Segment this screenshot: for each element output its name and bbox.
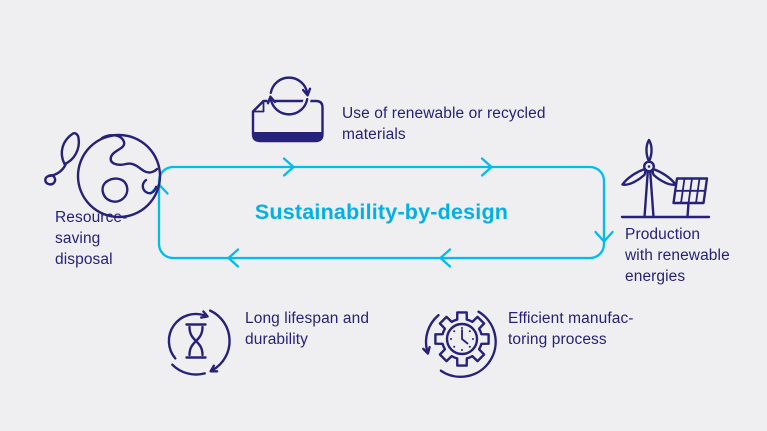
label-manufacturing: Efficient manufac- toring process [508, 310, 634, 348]
gear-clock-icon [422, 310, 497, 378]
cycle-rect [157, 165, 606, 260]
label-materials: Use of renewable or recycled materials [342, 105, 546, 143]
arrow-right-top-1 [282, 157, 295, 177]
cycle-title: Sustainability-by-design [254, 200, 509, 224]
arrow-left-bottom-2 [439, 248, 452, 268]
recycled-materials-icon [251, 74, 324, 143]
label-disposal: Resource- saving disposal [55, 209, 128, 268]
arrow-left-bottom-1 [227, 248, 240, 268]
hourglass-cycle-icon [167, 309, 231, 376]
earth-leaf-icon [44, 132, 162, 219]
label-production: Production with renewable energies [625, 226, 730, 285]
arrow-down-right-edge [594, 230, 614, 243]
label-lifespan: Long lifespan and durability [245, 310, 370, 348]
wind-turbine-solar-panel-icon [620, 138, 711, 219]
arrow-right-top-2 [480, 157, 493, 177]
